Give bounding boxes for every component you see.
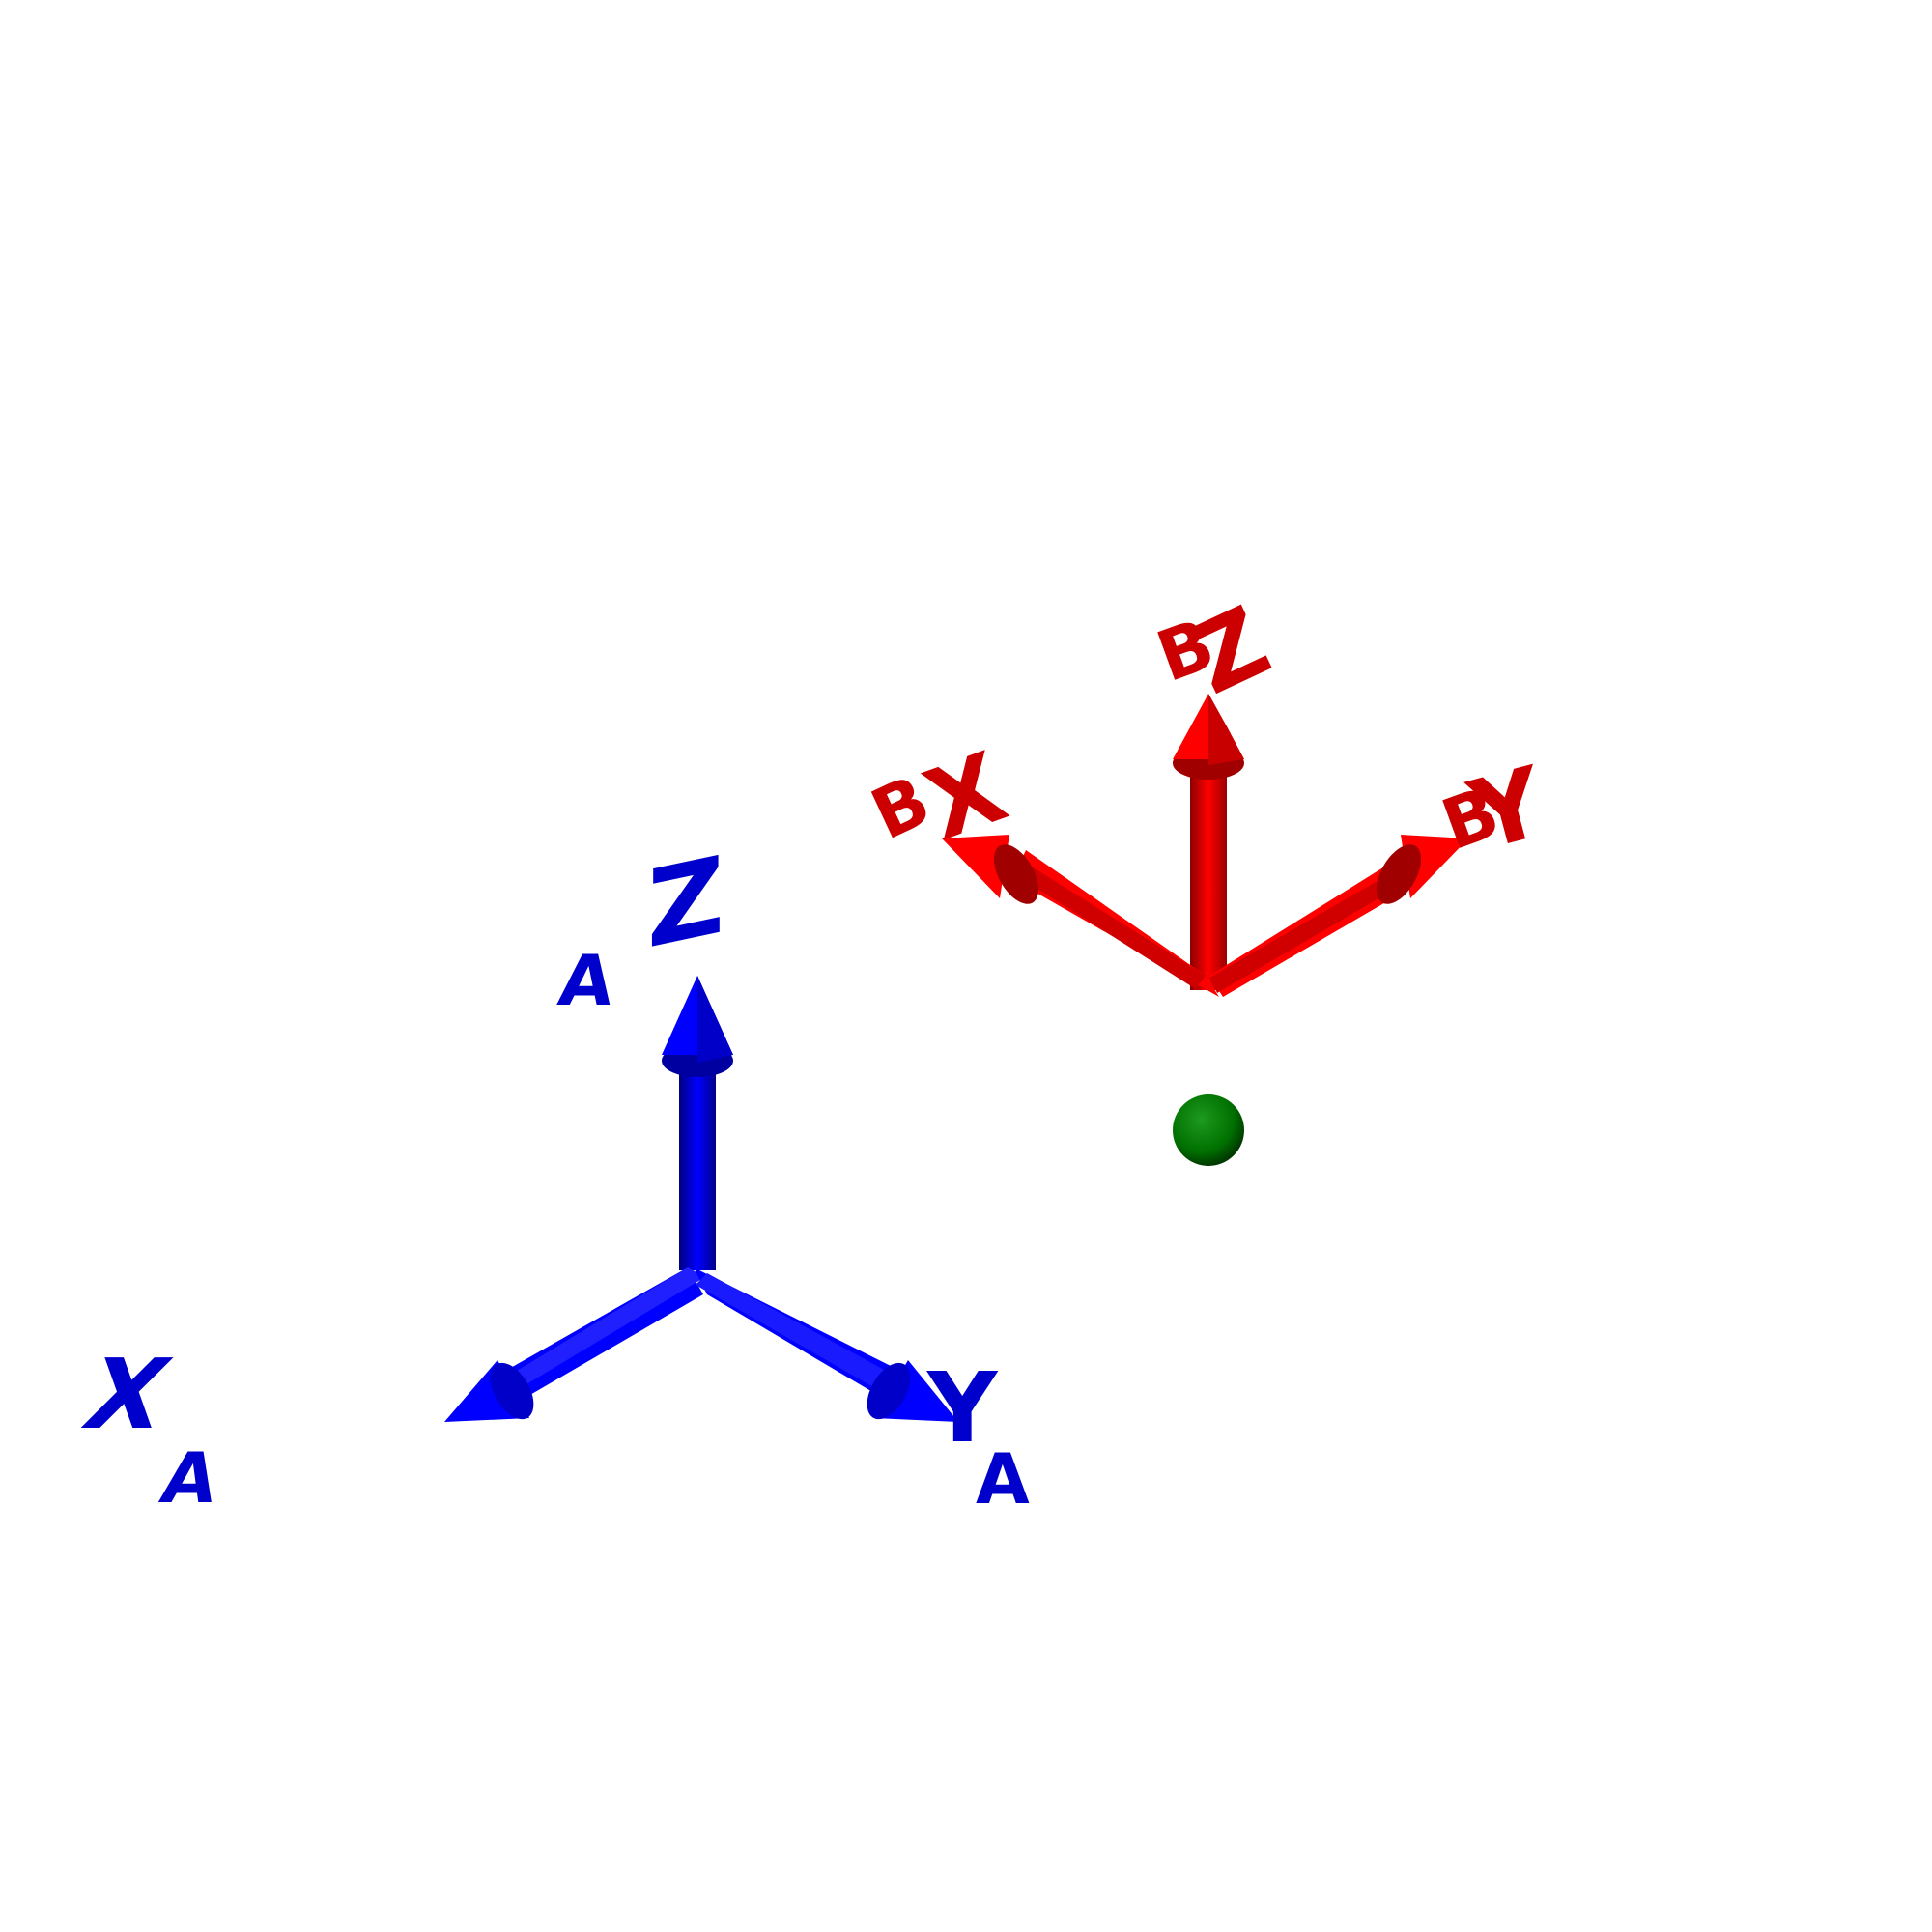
frame-a-y-axis bbox=[694, 1267, 958, 1422]
frame-a-y-label: Y A bbox=[926, 1351, 1030, 1520]
frame-a-z-label-sub: A bbox=[554, 941, 618, 1022]
point-marker bbox=[1173, 1094, 1244, 1166]
frame-b-z-axis bbox=[1173, 694, 1244, 990]
frame-b-y-label: Y B bbox=[1432, 745, 1558, 872]
frame-b-z-label: Z B bbox=[1147, 584, 1286, 717]
frame-b-x-label: X B bbox=[860, 730, 1020, 862]
frame-a-z-label: Z A bbox=[554, 834, 724, 1022]
frame-a-y-label-main: Y bbox=[926, 1351, 999, 1464]
frame-a-x-label: X A bbox=[71, 1339, 225, 1519]
frame-b-y-axis bbox=[1209, 835, 1468, 997]
frame-a-y-label-sub: A bbox=[976, 1438, 1030, 1520]
frame-a-x-label-sub: A bbox=[155, 1438, 226, 1520]
frame-a-z-axis bbox=[662, 976, 733, 1270]
frame-a: Z A X A Y A bbox=[71, 834, 1030, 1520]
frame-a-x-axis bbox=[444, 1267, 705, 1422]
frame-a-x-label-main: X bbox=[71, 1339, 183, 1451]
frame-a-z-label-main: Z bbox=[647, 834, 724, 974]
frame-b-x-label-main: X bbox=[911, 730, 1019, 862]
frame-b-x-axis bbox=[942, 835, 1219, 997]
frame-b: Z B X B Y B bbox=[860, 584, 1558, 997]
